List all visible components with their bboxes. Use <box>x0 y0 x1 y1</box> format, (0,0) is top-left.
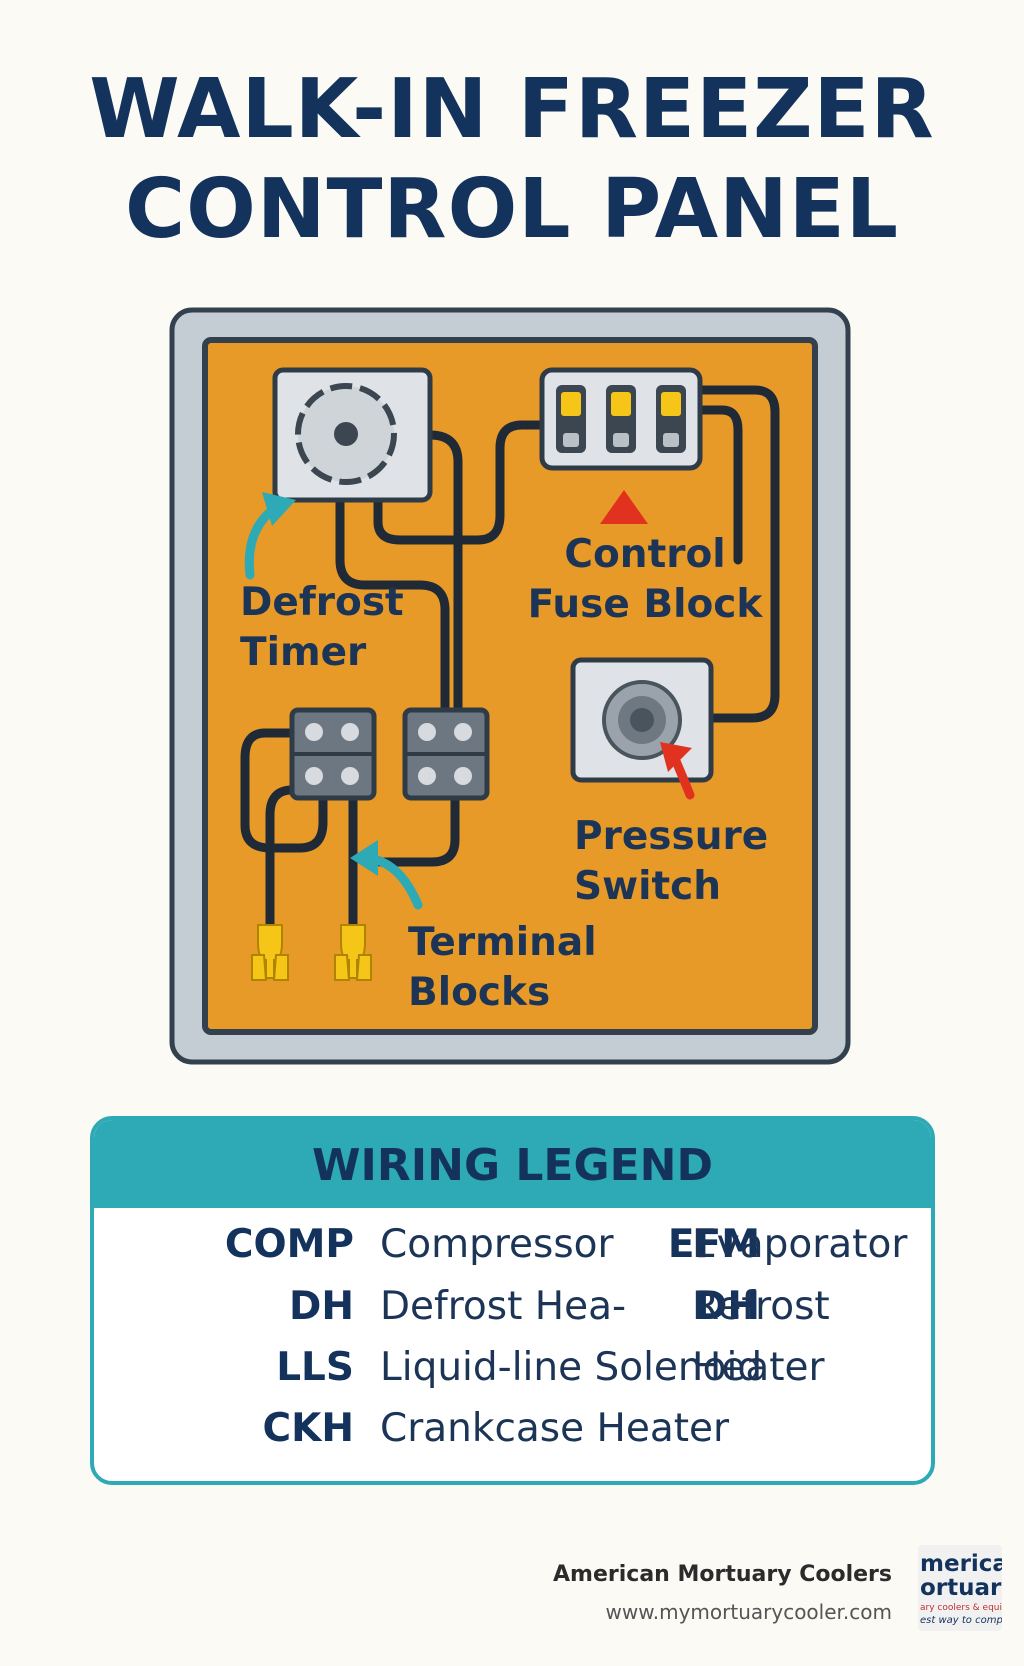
wire-timer-to-terminal-right <box>425 430 463 717</box>
arrow-head-defrost-timer <box>262 492 296 526</box>
spade-lug-right <box>334 924 372 981</box>
terminal-block-left <box>289 707 377 801</box>
label-terminal-blocks-line-2: Blocks <box>408 970 551 1015</box>
legend-desc: Heater <box>692 1345 825 1390</box>
wires <box>240 385 780 940</box>
title-line-2: CONTROL PANEL <box>124 162 900 257</box>
fuse-2 <box>606 385 636 453</box>
label-control-fuse-block-line-1: Control <box>564 532 726 577</box>
wire-terminal-right-loop <box>375 785 460 867</box>
wire-timer-to-fuse <box>373 420 555 545</box>
legend-row-right-3: Heater <box>94 1343 931 1393</box>
legend-code: DH <box>288 1284 354 1329</box>
label-control-fuse-block: Control Fuse Block <box>520 530 770 630</box>
legend-row-left-3: LLS Liquid-line Solenoid <box>94 1343 931 1393</box>
logo-line-4: est way to comply <box>920 1615 1002 1626</box>
label-defrost-timer: Defrost Timer <box>240 578 404 678</box>
terminal-block-right <box>402 707 490 801</box>
footer-brand: American Mortuary Coolers <box>553 1562 892 1587</box>
pressure-switch <box>570 657 714 783</box>
logo-line-2: ortuary <box>920 1575 1002 1601</box>
legend-code: EFM <box>667 1222 760 1267</box>
label-pressure-switch: Pressure Switch <box>574 812 768 912</box>
wire-timer-to-terminal-left <box>335 495 450 717</box>
wiring-legend: WIRING LEGEND COMP Compressor DH Defrost… <box>90 1116 935 1485</box>
legend-code: COMP <box>224 1222 354 1267</box>
legend-row-left-4: CKH Crankcase Heater <box>94 1404 931 1454</box>
legend-desc: Liquid-line Solenoid <box>380 1345 763 1390</box>
legend-desc: Defrost Hea- <box>380 1284 627 1329</box>
legend-code: CKH <box>262 1406 354 1451</box>
arrow-head-terminal-blocks <box>350 840 378 876</box>
arrow-control-fuse-block <box>600 490 648 524</box>
legend-desc: Evaporator <box>692 1222 908 1267</box>
label-pressure-switch-line-1: Pressure <box>574 814 769 859</box>
logo-line-1: merican <box>920 1551 1002 1577</box>
title-line-1: WALK-IN FREEZER <box>89 62 935 157</box>
spade-lug-left <box>251 924 289 981</box>
wire-terminal-loop <box>240 728 328 853</box>
label-terminal-blocks: Terminal Blocks <box>408 918 597 1018</box>
legend-title: WIRING LEGEND <box>94 1120 931 1208</box>
footer-url[interactable]: www.mymortuarycooler.com <box>605 1600 892 1624</box>
legend-row-right-2: DH Refrost <box>94 1282 931 1332</box>
wire-fuse-to-side <box>695 405 743 565</box>
defrost-timer <box>272 367 433 503</box>
legend-row-left-2: DH Defrost Hea- <box>94 1282 931 1332</box>
legend-desc: Compressor <box>380 1222 614 1267</box>
control-fuse-block <box>539 367 703 471</box>
wire-fuse-to-pressure <box>695 385 780 723</box>
legend-row-right-1: EFM Evaporator <box>94 1220 931 1270</box>
legend-desc: Refrost <box>692 1284 830 1329</box>
label-terminal-blocks-line-1: Terminal <box>408 920 597 965</box>
page-title: WALK-IN FREEZER CONTROL PANEL <box>0 60 1024 260</box>
legend-code: LLS <box>276 1345 354 1390</box>
logo-line-3: ary coolers & equipment <box>920 1603 1002 1613</box>
fuse-1 <box>556 385 586 453</box>
arrow-pressure-switch <box>660 742 695 800</box>
legend-row-left-1: COMP Compressor <box>94 1220 931 1270</box>
control-panel-diagram <box>169 307 851 1065</box>
label-pressure-switch-line-2: Switch <box>574 864 722 909</box>
label-defrost-timer-line-2: Timer <box>240 630 367 675</box>
legend-desc: Crankcase Heater <box>380 1406 730 1451</box>
fuse-3 <box>656 385 686 453</box>
label-control-fuse-block-line-2: Fuse Block <box>527 582 763 627</box>
wire-lug-left <box>265 785 297 940</box>
label-defrost-timer-line-1: Defrost <box>240 580 404 625</box>
legend-code: DH <box>694 1284 760 1329</box>
brand-logo: merican ortuary ary coolers & equipment … <box>918 1545 1002 1631</box>
